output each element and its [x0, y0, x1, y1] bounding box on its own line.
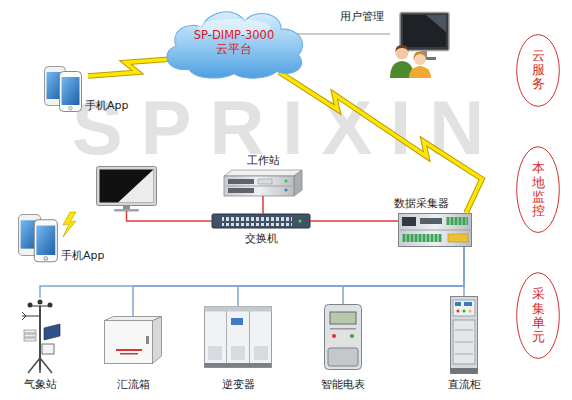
device-label: 工作站: [247, 154, 280, 167]
text-holder: 采集单元: [516, 272, 560, 359]
cable-link: [343, 247, 464, 304]
wireless-bolt: [63, 212, 76, 237]
dc-cabinet-icon: [451, 297, 478, 374]
cable-link: [463, 247, 465, 296]
device-label: 气象站: [24, 378, 57, 391]
device-label: 直流柜: [448, 378, 481, 391]
badge-ellipse: [517, 147, 560, 233]
cloud-shape: [167, 12, 303, 78]
tier-badge: 本地监控: [516, 146, 560, 233]
badge-ellipse: [517, 34, 560, 106]
connector-group: [464, 247, 465, 296]
bolt-outline: [279, 72, 482, 213]
label-slot: 智能电表: [321, 378, 365, 391]
tier-label: 本地监控: [532, 161, 545, 218]
cable-link: [238, 247, 464, 306]
badge-ellipse: [517, 273, 560, 359]
connector-group: [238, 247, 464, 306]
bolt-outline: [88, 59, 175, 76]
label-slot: 交换机: [245, 232, 278, 245]
inverter: 逆变器: [204, 306, 272, 368]
workstation: 工作站: [224, 170, 302, 196]
wireless-link: [88, 59, 175, 76]
connector-group: [343, 247, 464, 304]
label-slot: 直流柜: [448, 378, 481, 391]
smart-meter: 智能电表: [324, 304, 362, 370]
combiner-box: 汇流箱: [104, 316, 162, 364]
cable-link: [310, 220, 398, 222]
cable-link: [40, 247, 464, 298]
phone-icon: [45, 67, 82, 112]
weather-station: 气象站: [16, 298, 64, 374]
device-label: 用户管理: [340, 10, 384, 23]
label-slot: 气象站: [24, 378, 57, 391]
smart-meter-icon: [325, 305, 362, 370]
monitor-icon: [97, 167, 157, 212]
tier-badge: 采集单元: [516, 272, 560, 359]
device-label: 手机App: [85, 99, 129, 112]
collector-icon: [399, 214, 472, 247]
connector-group: [88, 59, 175, 76]
combiner-box-icon: [105, 317, 162, 364]
label-slot: 工作站: [247, 154, 280, 167]
platform-label: SP-DIMP-3000 云平台: [188, 28, 280, 57]
network-switch: 交换机: [212, 214, 310, 228]
device-label: 逆变器: [222, 378, 255, 391]
connector-group: [310, 221, 398, 222]
connector-group: [263, 196, 264, 214]
text-holder: 云服务: [516, 34, 560, 107]
text-holder: SP-DIMP-3000 云平台: [159, 4, 309, 80]
connector-group: [133, 247, 464, 316]
inverter-icon: [205, 307, 272, 368]
monitor-cable: [127, 211, 213, 221]
device-label: 数据采集器: [394, 197, 449, 210]
user-monitor-icon: [390, 13, 449, 79]
phone-icon: [19, 215, 58, 262]
device-label: 手机App: [61, 249, 105, 262]
label-slot: 手机App: [61, 249, 105, 262]
cable-link: [295, 33, 390, 34]
device-label: 汇流箱: [117, 378, 150, 391]
connector-group: [295, 34, 390, 35]
mobile-app: 手机App: [44, 66, 82, 112]
tier-label: 云服务: [532, 49, 545, 92]
tier-badge: 云服务: [516, 34, 560, 107]
data-collector: 数据采集器: [398, 213, 472, 247]
server-icon: [224, 170, 302, 196]
device-label: 交换机: [245, 232, 278, 245]
cable-link: [133, 247, 464, 316]
connector-group: [279, 72, 482, 213]
text-holder: 本地监控: [516, 146, 560, 233]
label-slot: 逆变器: [222, 378, 255, 391]
cloud-platform: SP-DIMP-3000 云平台: [159, 4, 309, 80]
connector-group: [40, 247, 464, 298]
label-slot: 数据采集器: [394, 197, 449, 210]
mobile-app: 手机App: [18, 214, 58, 262]
device-label: 智能电表: [321, 378, 365, 391]
cable-link: [262, 196, 264, 214]
label-slot: SPRIXIN: [72, 90, 502, 166]
tier-label: 采集单元: [532, 287, 545, 344]
label-slot: 手机App: [85, 99, 129, 112]
wireless-link: [279, 72, 482, 213]
dc-cabinet: 直流柜: [450, 296, 478, 374]
weather-station-icon: [22, 300, 60, 374]
user-management: 用户管理: [390, 12, 450, 78]
watermark: SPRIXIN: [72, 90, 502, 166]
label-slot: 汇流箱: [117, 378, 150, 391]
label-slot: 用户管理: [340, 10, 384, 23]
switch-icon: [212, 214, 310, 228]
